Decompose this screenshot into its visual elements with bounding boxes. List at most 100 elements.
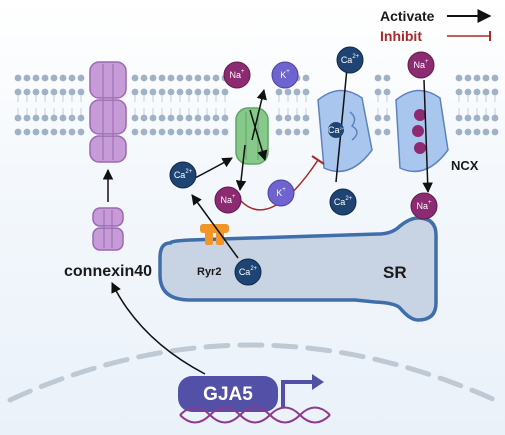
- sr-label: SR: [383, 263, 407, 282]
- lipid-head: [149, 74, 157, 82]
- lipid-head: [32, 114, 40, 122]
- lipid-head: [50, 88, 58, 96]
- lipid-head: [41, 114, 49, 122]
- promoter-arrow: [281, 374, 324, 408]
- lipid-head: [302, 74, 310, 82]
- svg-text:Ca2+: Ca2+: [334, 196, 353, 207]
- lipid-head: [482, 114, 490, 122]
- lipid-head: [194, 114, 202, 122]
- svg-text:Ca2+: Ca2+: [328, 125, 345, 135]
- gja5-label: GJA5: [203, 384, 253, 405]
- lipid-head: [23, 114, 31, 122]
- inhibit-bar: [311, 155, 325, 165]
- lipid-head: [383, 88, 391, 96]
- ryr2-label: Ryr2: [197, 266, 221, 278]
- lipid-head: [491, 114, 499, 122]
- lipid-head: [131, 114, 139, 122]
- lipid-head: [185, 128, 193, 136]
- lipid-head: [212, 128, 220, 136]
- calcium-exchanger: [317, 89, 373, 173]
- svg-text:Na+: Na+: [229, 69, 245, 80]
- lipid-head: [77, 74, 85, 82]
- lipid-head: [41, 88, 49, 96]
- svg-text:Ca2+: Ca2+: [239, 266, 258, 277]
- lipid-head: [473, 74, 481, 82]
- lipid-head: [77, 128, 85, 136]
- lipid-head: [185, 114, 193, 122]
- lipid-head: [212, 74, 220, 82]
- ion-ca-in: Ca2+: [329, 188, 357, 216]
- arrow-na-in: [235, 144, 247, 192]
- connexin-channel-vesicle: [92, 207, 124, 251]
- lipid-head: [302, 114, 310, 122]
- lipid-head: [41, 74, 49, 82]
- lipid-head: [383, 74, 391, 82]
- lipid-head: [167, 114, 175, 122]
- lipid-head: [491, 88, 499, 96]
- lipid-head: [293, 114, 301, 122]
- lipid-head: [176, 74, 184, 82]
- lipid-head: [59, 128, 67, 136]
- arrow-ryr2-ca-release: [191, 194, 239, 259]
- lipid-head: [221, 114, 229, 122]
- lipid-head: [194, 88, 202, 96]
- gja5-gene-box: [178, 376, 278, 412]
- lipid-head: [131, 128, 139, 136]
- lipid-head: [167, 74, 175, 82]
- arrow-na-efflux: [251, 88, 267, 141]
- lipid-head: [32, 88, 40, 96]
- lipid-head: [140, 74, 148, 82]
- lipid-head: [167, 128, 175, 136]
- lipid-head: [23, 128, 31, 136]
- ion-na-in: Na+: [214, 186, 242, 214]
- lipid-head: [131, 88, 139, 96]
- lipid-head: [203, 128, 211, 136]
- lipid-head: [194, 128, 202, 136]
- lipid-head: [212, 88, 220, 96]
- lipid-head: [374, 74, 382, 82]
- inhibit-na-to-exchanger: [239, 159, 319, 211]
- arrow-gja5-to-connexin40: [111, 282, 206, 375]
- lipid-head: [491, 74, 499, 82]
- lipid-head: [473, 88, 481, 96]
- lipid-head: [68, 114, 76, 122]
- lipid-head: [383, 128, 391, 136]
- lipid-head: [140, 88, 148, 96]
- lipid-head: [455, 128, 463, 136]
- lipid-head: [212, 114, 220, 122]
- ion-ca-cytosol: Ca2+: [169, 161, 197, 189]
- lipid-head: [275, 114, 283, 122]
- lipid-head: [374, 88, 382, 96]
- lipid-head: [491, 128, 499, 136]
- legend-inhibit-label: Inhibit: [380, 28, 422, 44]
- lipid-head: [383, 114, 391, 122]
- lipid-head: [23, 74, 31, 82]
- lipid-head: [176, 128, 184, 136]
- lipid-head: [482, 74, 490, 82]
- lipid-head: [374, 128, 382, 136]
- svg-text:K+: K+: [276, 187, 286, 198]
- lipid-head: [185, 88, 193, 96]
- lipid-head: [50, 74, 58, 82]
- lipid-head: [473, 114, 481, 122]
- lipid-head: [32, 128, 40, 136]
- lipid-head: [284, 114, 292, 122]
- lipid-head: [284, 128, 292, 136]
- lipid-head: [455, 88, 463, 96]
- arrow-ca-to-k-channel: [194, 157, 233, 179]
- ion-na-ncx-in: Na+: [410, 192, 438, 220]
- lipid-head: [176, 114, 184, 122]
- ryr2-channel: [200, 224, 229, 245]
- lipid-head: [14, 128, 22, 136]
- lipid-head: [149, 114, 157, 122]
- lipid-head: [275, 88, 283, 96]
- lipid-head: [302, 128, 310, 136]
- lipid-head: [158, 114, 166, 122]
- lipid-head: [77, 88, 85, 96]
- lipid-head: [14, 114, 22, 122]
- lipid-head: [482, 128, 490, 136]
- connexin40-label: connexin40: [64, 263, 152, 280]
- lipid-head: [59, 88, 67, 96]
- lipid-head: [149, 128, 157, 136]
